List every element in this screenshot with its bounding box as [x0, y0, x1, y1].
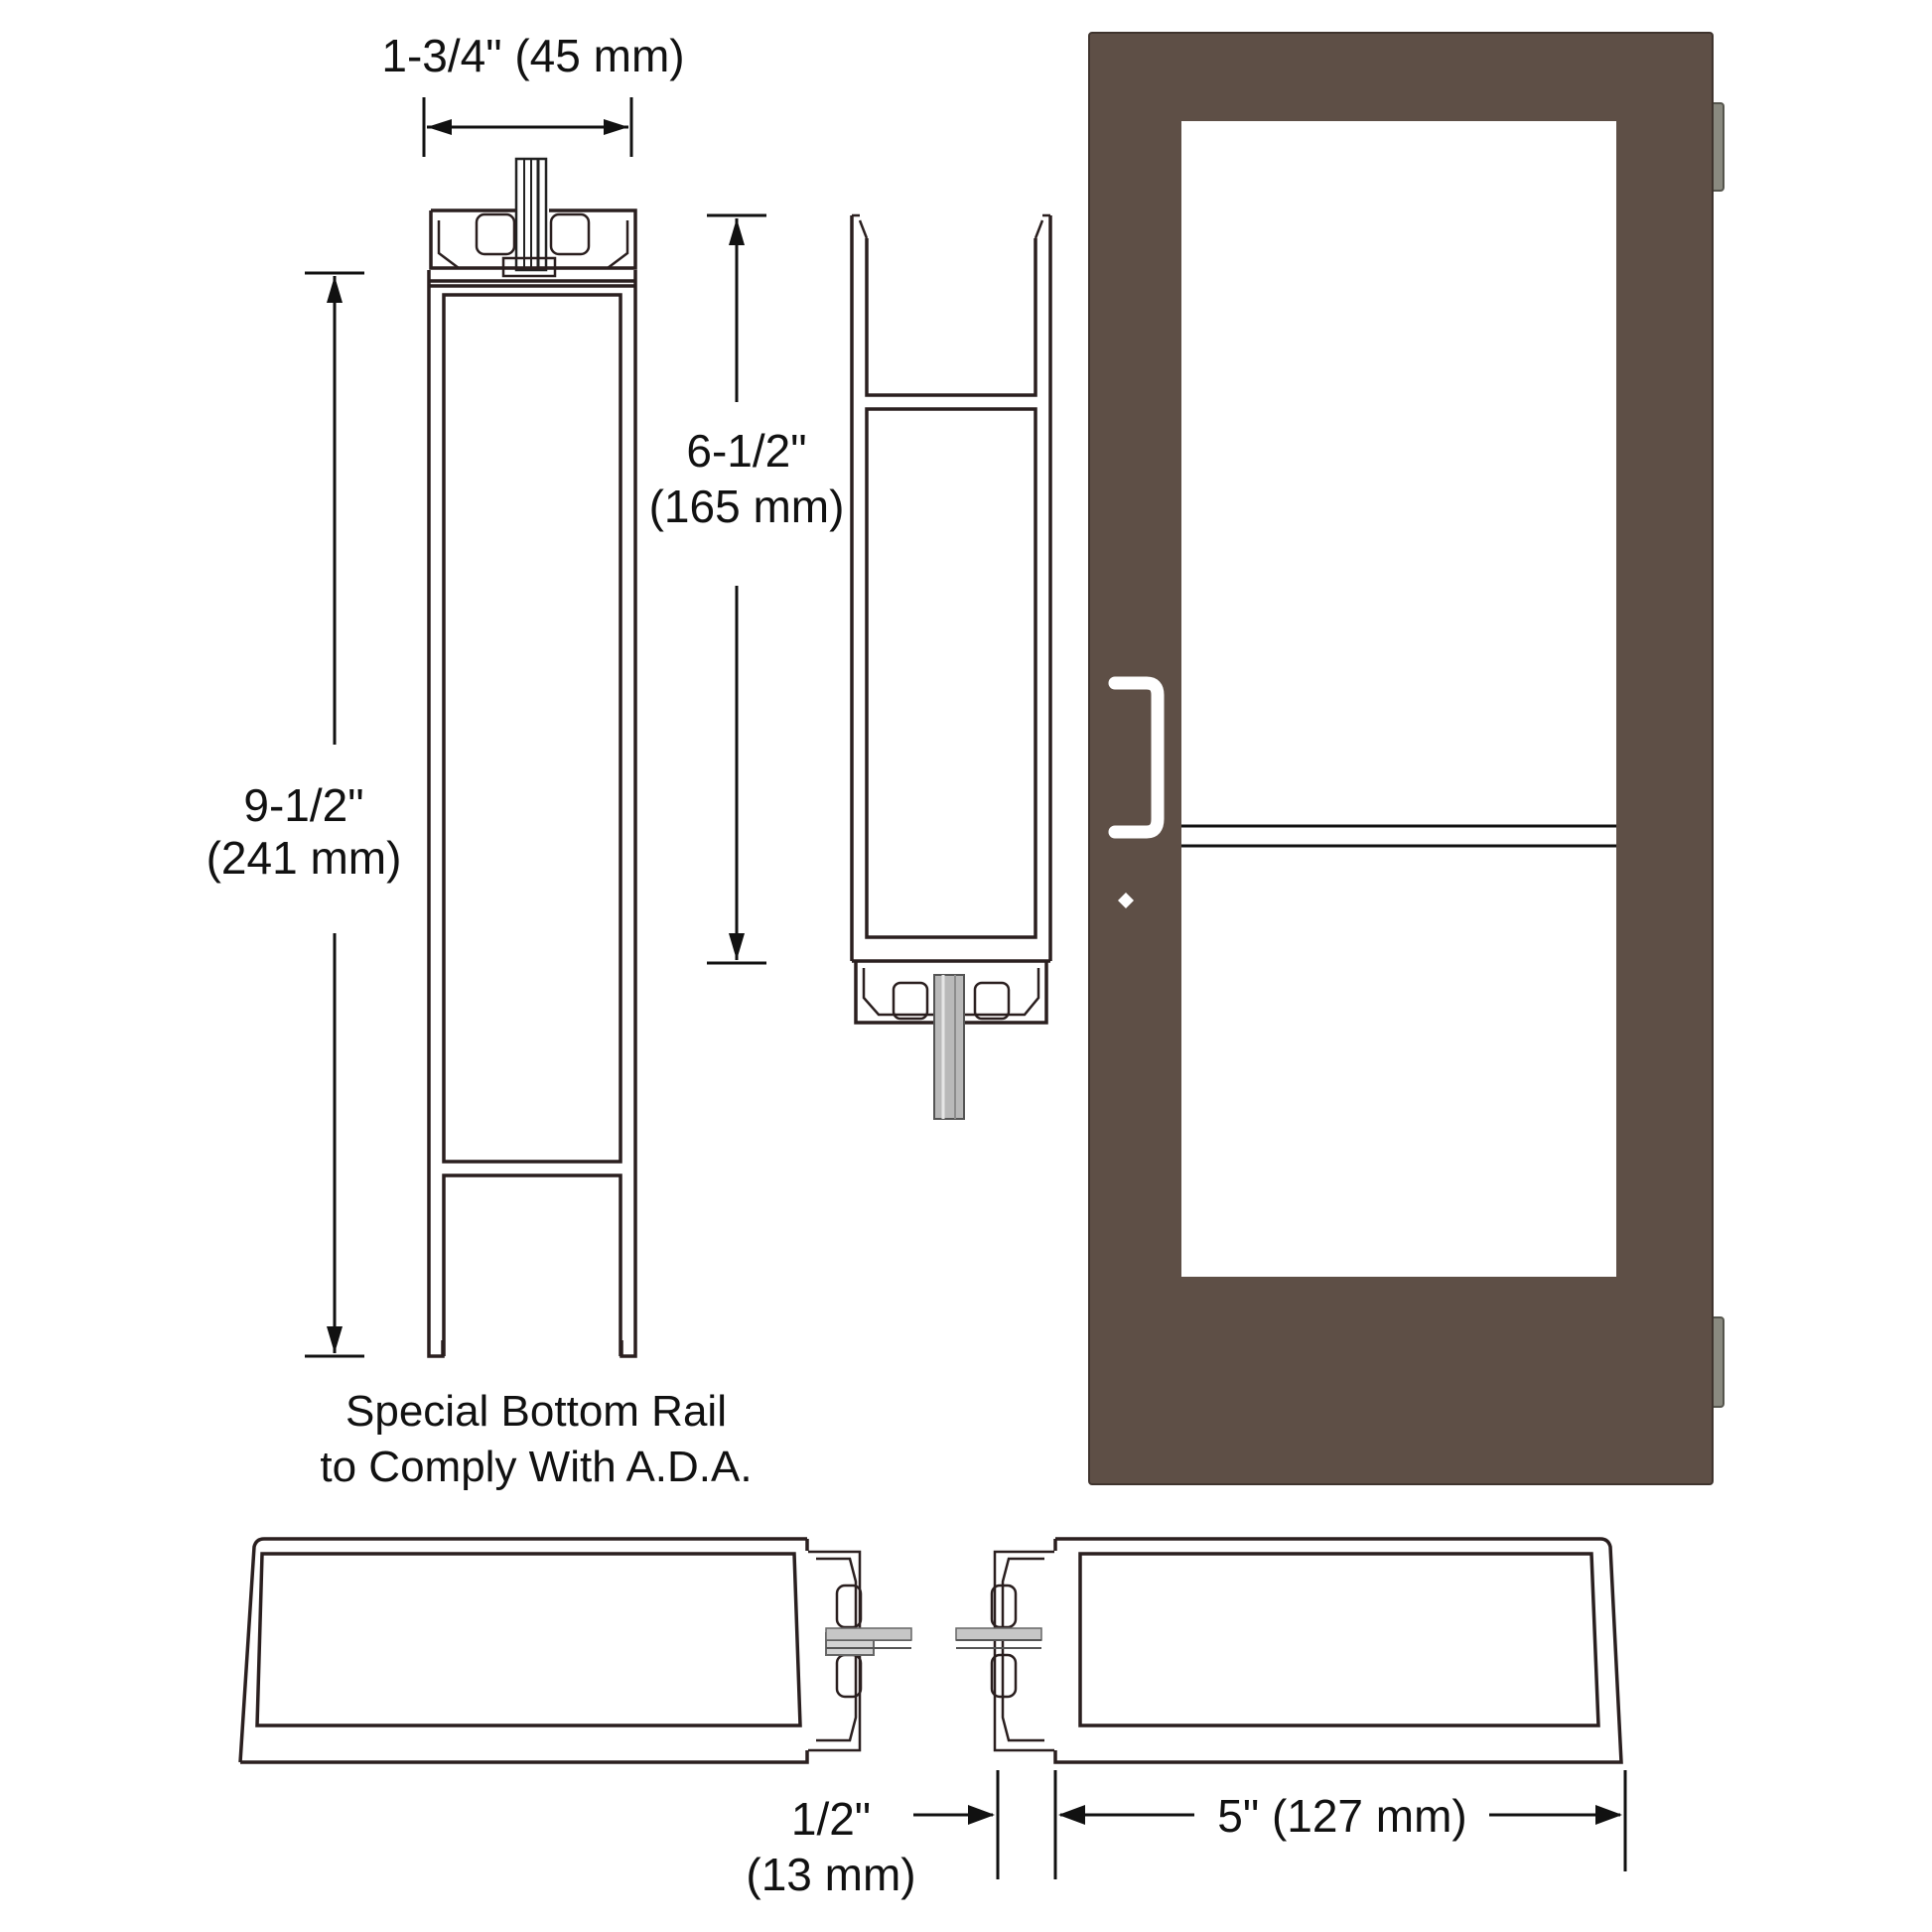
- depth-dimension: 1-3/4" (45 mm): [381, 30, 685, 157]
- arrow-up-icon: [327, 276, 343, 303]
- arrow-left-icon: [1058, 1805, 1085, 1825]
- bottom-rail-section: [427, 157, 637, 1358]
- arrow-left-icon: [427, 119, 452, 135]
- top-rail-height-in: 6-1/2": [686, 425, 806, 477]
- top-rail-height-dimension: 6-1/2" (165 mm): [649, 213, 845, 965]
- bottom-rail-caption: Special Bottom Rail to Comply With A.D.A…: [320, 1387, 752, 1491]
- arrow-right-icon: [1595, 1805, 1622, 1825]
- stile-plan-left: [238, 1537, 912, 1764]
- bottom-rail-height-mm: (241 mm): [207, 832, 402, 884]
- arrow-right-icon: [968, 1805, 995, 1825]
- top-rail-section: [850, 213, 1052, 1120]
- top-rail-height-mm: (165 mm): [649, 481, 845, 532]
- gap-dimension-in: 1/2": [791, 1793, 871, 1845]
- arrow-up-icon: [729, 218, 745, 245]
- caption-line-1: Special Bottom Rail: [345, 1387, 727, 1436]
- gap-dimension-mm: (13 mm): [746, 1849, 915, 1900]
- caption-line-2: to Comply With A.D.A.: [320, 1443, 752, 1491]
- stile-width-label: 5" (127 mm): [1217, 1790, 1467, 1842]
- arrow-down-icon: [729, 933, 745, 960]
- pull-handle-icon: [1108, 676, 1165, 839]
- arrow-down-icon: [327, 1326, 343, 1353]
- bottom-rail-height-in: 9-1/2": [243, 779, 363, 831]
- lower-glass-lite: [1181, 848, 1616, 1277]
- upper-glass-lite: [1181, 121, 1616, 823]
- stile-width-dimension: 5" (127 mm): [1058, 1770, 1627, 1871]
- depth-dimension-label: 1-3/4" (45 mm): [381, 30, 684, 81]
- arrow-right-icon: [604, 119, 628, 135]
- stile-plan-right: [955, 1537, 1623, 1764]
- door-elevation: [1088, 32, 1725, 1485]
- bottom-rail-height-dimension: 9-1/2" (241 mm): [207, 271, 402, 1358]
- lock-cylinder-icon: [1118, 893, 1134, 908]
- gap-dimension: 1/2" (13 mm): [746, 1770, 1057, 1900]
